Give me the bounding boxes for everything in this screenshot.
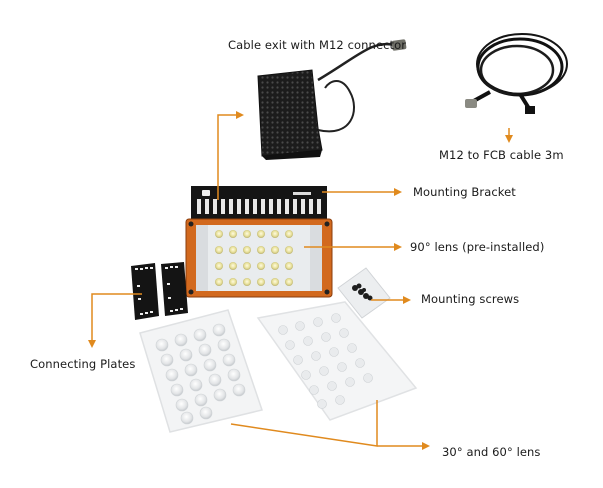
label-90-lens: 90° lens (pre-installed): [410, 240, 545, 254]
label-mounting-bracket: Mounting Bracket: [413, 185, 516, 199]
led-panel-icon: [185, 186, 333, 298]
label-connecting-plates: Connecting Plates: [30, 357, 136, 371]
lens-plate-icon: [139, 309, 263, 433]
lens-plate-icon: [256, 301, 418, 421]
screw-bag-icon: [337, 267, 391, 319]
cable-coil-icon: [465, 33, 568, 114]
label-lens-30-60: 30° and 60° lens: [442, 445, 541, 459]
label-mounting-screws: Mounting screws: [421, 292, 520, 306]
label-cable-exit: Cable exit with M12 connector: [228, 38, 407, 52]
plate-icon: [131, 262, 188, 320]
arrow-cable-exit: [217, 111, 244, 200]
arrow-connecting-plates: [88, 293, 142, 348]
heatsink-icon: [257, 39, 407, 160]
label-m12-cable: M12 to FCB cable 3m: [439, 148, 564, 162]
callout-arrows: [88, 111, 513, 450]
arrow-lens-30-60: [230, 400, 426, 447]
